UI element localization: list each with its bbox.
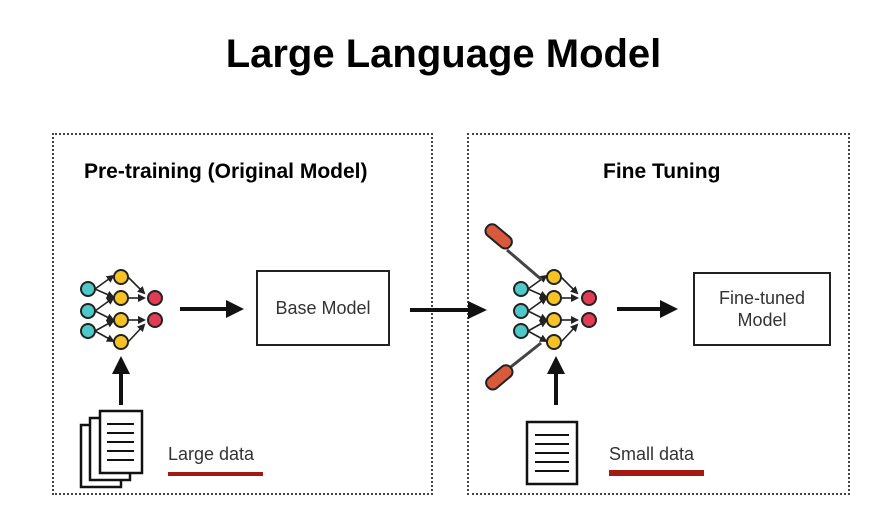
small-data-underline [609, 470, 704, 476]
document-icon [525, 420, 579, 486]
fine-tuned-model-box: Fine-tuned Model [693, 272, 831, 346]
finetuning-title: Fine Tuning [603, 160, 721, 183]
base-model-label: Base Model [275, 297, 371, 318]
screwdriver-top-icon [484, 223, 543, 282]
diagram-title: Large Language Model [225, 32, 662, 76]
pretraining-panel [52, 133, 433, 495]
arrow-small-data-to-network [547, 356, 565, 405]
document-stack-icon [79, 409, 144, 489]
fine-tuned-label-line2: Model [737, 310, 787, 330]
arrow-network-to-base-model [180, 300, 244, 318]
arrow-large-data-to-network [112, 356, 130, 405]
base-model-box: Base Model [256, 270, 390, 346]
small-data-label: Small data [609, 444, 695, 464]
pretraining-title: Pre-training (Original Model) [84, 160, 368, 183]
large-data-label: Large data [168, 444, 255, 464]
neural-network-icon [80, 269, 163, 350]
arrow-base-model-to-finetuning [410, 301, 487, 319]
arrow-network-to-fine-tuned-model [617, 300, 678, 318]
large-data-underline [168, 472, 263, 476]
fine-tuned-label-line1: Fine-tuned [718, 287, 806, 308]
screwdriver-bottom-icon [485, 341, 542, 391]
finetune-network-icon [513, 269, 597, 350]
